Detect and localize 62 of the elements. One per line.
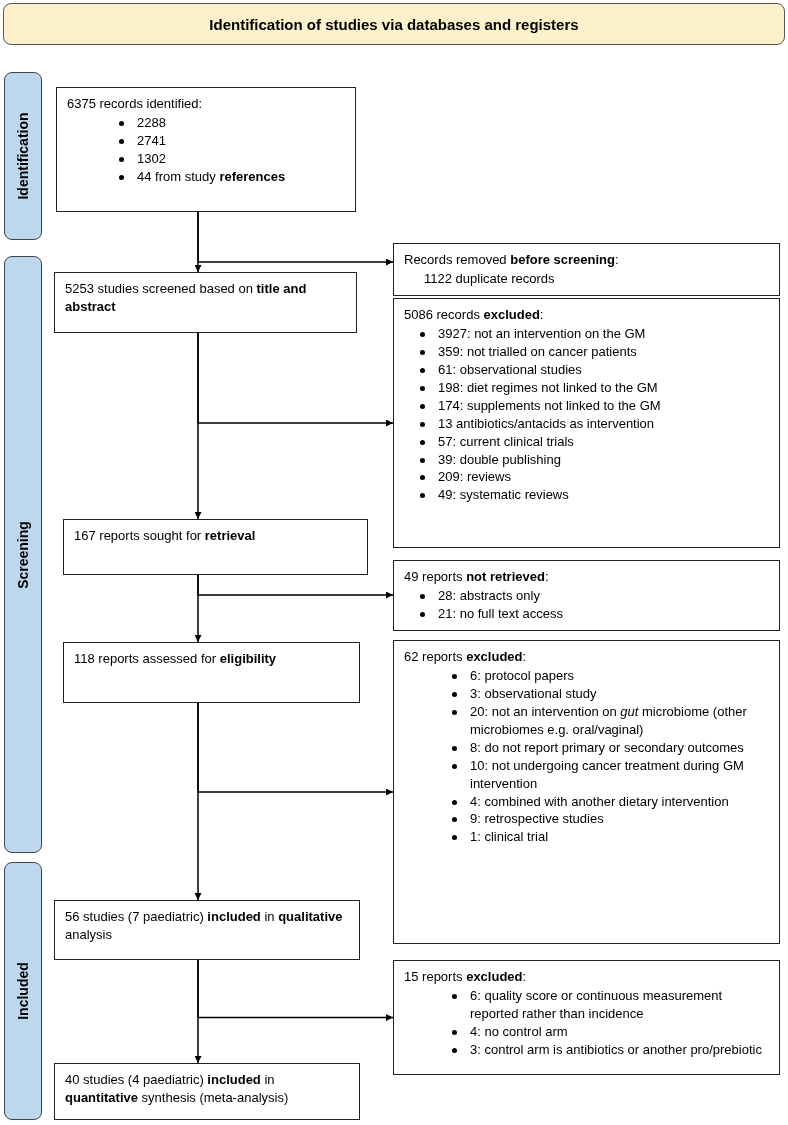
list-text: 61: observational studies — [438, 361, 582, 377]
arrow — [197, 959, 394, 1021]
process-box — [56, 87, 356, 212]
list-text: 13 antibiotics/antacids as intervention — [438, 415, 655, 431]
arrow — [197, 211, 394, 266]
list-text: 174: supplements not linked to the GM — [438, 397, 661, 413]
process-box — [393, 560, 780, 631]
list-text: 6: protocol papers — [470, 667, 575, 683]
list-text: 3927: not an intervention on the GM — [438, 325, 646, 341]
process-box — [63, 519, 368, 575]
box-text: 15 reports excluded: — [404, 968, 528, 986]
list-text: 1: clinical trial — [470, 829, 549, 845]
list-text: 44 from study references — [137, 168, 286, 184]
list-text: 28: abstracts only — [438, 587, 540, 603]
box-text: 167 reports sought for retrieval — [74, 527, 257, 545]
list-text: 9: retrospective studies — [470, 811, 604, 827]
box-text: 62 reports excluded: — [404, 648, 528, 666]
list-text: 8: do not report primary or secondary outcomes — [470, 739, 744, 755]
list-text: 3: observational study — [470, 685, 597, 701]
process-box — [393, 243, 780, 296]
list-text: 57: current clinical trials — [438, 433, 574, 449]
list-text: 4: no control arm — [470, 1023, 568, 1039]
list-text: 10: not undergoing cancer treatment during GM intervention — [470, 757, 744, 791]
arrow — [197, 574, 394, 599]
box-text: 118 reports assessed for eligibility — [74, 650, 278, 668]
arrow — [197, 332, 394, 427]
list-text: 6: quality score or continuous measurement reported rather than incidence — [470, 987, 723, 1021]
box-text: 5253 studies screened based on title and abstract — [65, 280, 308, 316]
list-text: 49: systematic reviews — [438, 487, 569, 503]
process-box — [393, 298, 780, 548]
phase-band — [4, 256, 42, 853]
phase-band — [4, 72, 42, 240]
box-text: 49 reports not retrieved: — [404, 568, 550, 586]
list-text: 198: diet regimes not linked to the GM — [438, 379, 658, 395]
process-box — [63, 642, 360, 703]
box-text: 5086 records excluded: — [404, 306, 545, 324]
process-box — [54, 900, 360, 960]
list-text: 3: control arm is antibiotics or another pro/prebiotic — [470, 1041, 762, 1057]
process-box — [54, 272, 357, 333]
list-text: 209: reviews — [438, 469, 511, 485]
list-text: 20: not an intervention on gut microbiome (other microbiomes e.g. oral/vaginal) — [470, 703, 747, 737]
box-text: 6375 records identified: — [67, 95, 204, 113]
arrow — [197, 702, 394, 796]
list-text: 2741 — [137, 132, 166, 148]
box-text: 40 studies (4 paediatric) included in quantitative synthesis (meta-analysis) — [65, 1071, 290, 1107]
list-text: 21: no full text access — [438, 605, 563, 621]
phase-label: Included — [15, 962, 31, 1020]
process-box — [393, 960, 780, 1075]
list-text: 1302 — [137, 150, 166, 166]
process-box — [393, 640, 780, 944]
list-text: 39: double publishing — [438, 451, 561, 467]
list-text: 4: combined with another dietary intervention — [470, 793, 729, 809]
process-box — [54, 1063, 360, 1120]
phase-label: Identification — [15, 112, 31, 200]
list-text: 359: not trialled on cancer patients — [438, 343, 637, 359]
list-text: 2288 — [137, 114, 166, 130]
box-text: 56 studies (7 paediatric) included in qualitative analysis — [65, 908, 344, 944]
phase-band — [4, 862, 42, 1120]
title-banner: Identification of studies via databases and registers — [3, 3, 785, 45]
phase-label: Screening — [15, 520, 31, 589]
box-text: 1122 duplicate records — [423, 269, 556, 288]
box-text: Records removed before screening: — [404, 251, 620, 269]
